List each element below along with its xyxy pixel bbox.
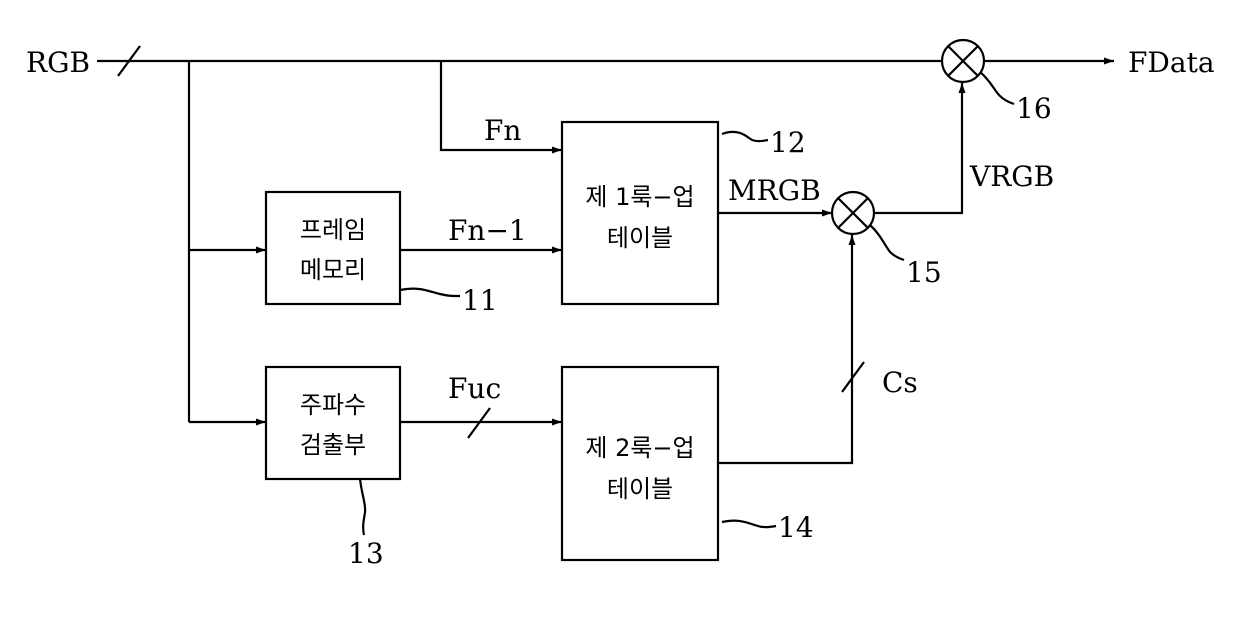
freq-detector-label-line2: 검출부 [300,431,366,459]
ref-13: 13 [348,537,384,570]
multiplier-15 [832,192,874,234]
lut1-label-line2: 테이블 [607,224,673,252]
fn-minus-1-label: Fn−1 [448,214,527,247]
fdata-output-label: FData [1128,46,1215,79]
lut1-block: 제 1룩−업 테이블 [562,122,718,304]
cs-wire [718,235,852,463]
cs-label: Cs [882,366,918,399]
frame-memory-block: 프레임 메모리 [266,192,400,304]
multiplier-16 [942,40,984,82]
lut2-label-line2: 테이블 [607,475,673,503]
lut2-label-line1: 제 2룩−업 [585,434,694,462]
ref-leader-15 [870,225,904,260]
mrgb-label: MRGB [728,174,821,207]
ref-14: 14 [778,511,814,544]
ref-leader-12 [722,132,768,141]
ref-leader-16 [980,72,1014,104]
ref-11: 11 [462,284,498,317]
lut1-label-line1: 제 1룩−업 [585,183,694,211]
fuc-label: Fuc [448,372,501,405]
frame-memory-label-line1: 프레임 [300,216,366,244]
ref-16: 16 [1016,92,1052,125]
ref-leader-13 [360,479,365,535]
freq-detector-block: 주파수 검출부 [266,367,400,479]
lut2-block: 제 2룩−업 테이블 [562,367,718,560]
fn-label: Fn [484,114,521,147]
ref-15: 15 [906,256,942,289]
frame-memory-label-line2: 메모리 [300,256,366,284]
vrgb-label: VRGB [969,160,1054,193]
ref-12: 12 [770,126,806,159]
vrgb-wire [874,83,962,213]
ref-leader-14 [722,521,776,528]
rgb-input-label: RGB [26,46,90,79]
freq-detector-label-line1: 주파수 [300,391,366,419]
ref-leader-11 [400,289,460,296]
